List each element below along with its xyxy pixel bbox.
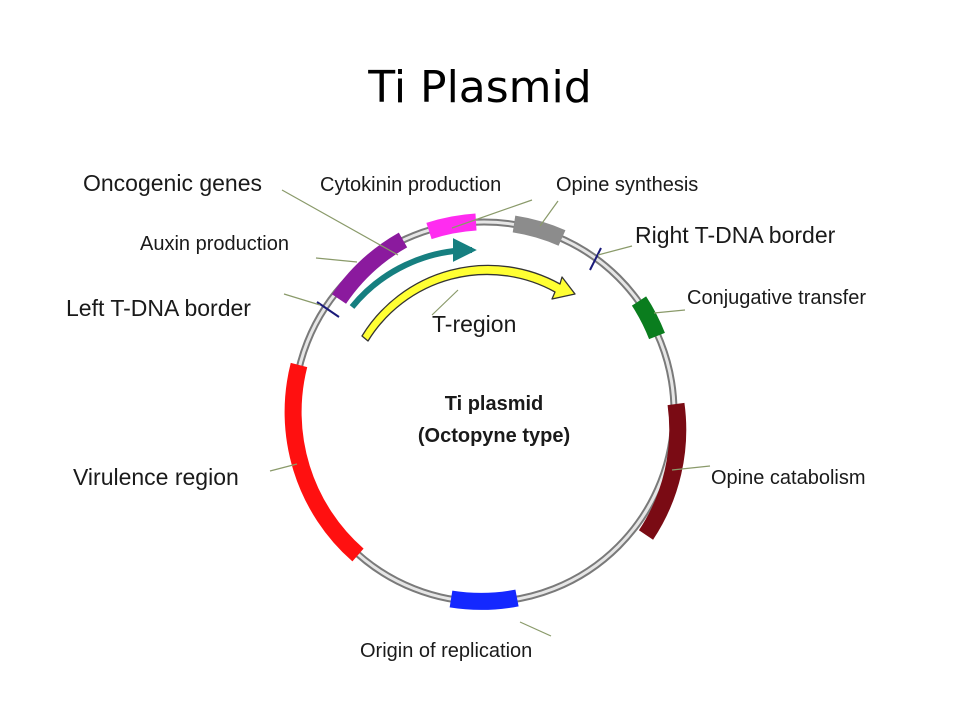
label-auxin-production: Auxin production [140,233,289,255]
label-origin-of-replication: Origin of replication [360,640,532,662]
opine-catabolism-segment [638,402,687,540]
conjugative-transfer-segment [631,296,665,340]
t-region-arrow [361,264,576,342]
leader-cytokinin-production [451,199,533,229]
center-label-line1: Ti plasmid [445,393,544,415]
right-tdna-border-mark [589,247,602,271]
center-label-line2: (Octopyne type) [418,425,570,447]
left-tdna-border-mark [316,301,340,318]
label-conjugative-transfer: Conjugative transfer [687,287,866,309]
opine-synthesis-segment [512,215,566,246]
label-left-tdna-border: Left T-DNA border [66,295,251,321]
origin-of-replication-segment [449,589,519,610]
leader-oncogenic-genes [281,189,399,256]
label-right-tdna-border: Right T-DNA border [635,222,836,248]
label-opine-synthesis: Opine synthesis [556,174,698,196]
leader-opine-catabolism [671,465,711,471]
label-t-region: T-region [432,311,516,337]
leader-right-tdna-border [597,245,633,256]
label-oncogenic-genes: Oncogenic genes [83,170,262,196]
oncogenic-genes-arrow [349,238,477,309]
auxin-production-segment [331,232,408,304]
leader-conjugative-transfer [653,309,686,314]
leader-auxin-production [315,257,358,263]
label-cytokinin-production: Cytokinin production [320,174,501,196]
leader-left-tdna-border [283,293,321,306]
label-opine-catabolism: Opine catabolism [711,467,866,489]
leader-t-region [431,289,459,316]
leader-opine-synthesis [539,200,559,227]
slide-title: Ti Plasmid [368,62,592,113]
cytokinin-production-segment [426,213,477,240]
label-virulence-region: Virulence region [73,464,239,490]
leader-virulence-region [269,463,298,472]
leader-origin-of-replication [519,621,552,637]
virulence-region-segment [284,362,364,562]
